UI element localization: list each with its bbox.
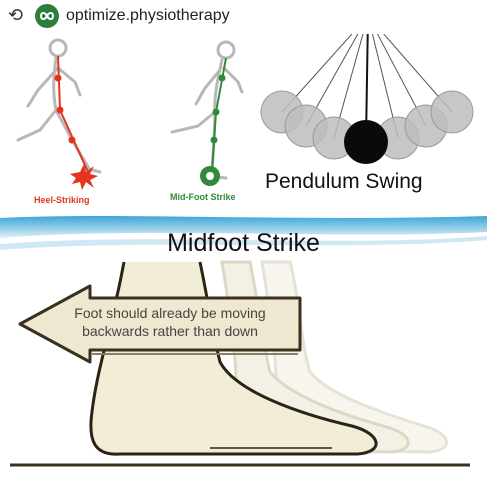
- midfoot-axis: [210, 57, 227, 173]
- running-diagram: [16, 34, 474, 190]
- midfoot-contact-icon: [200, 166, 220, 186]
- midfoot-runner: [170, 40, 244, 180]
- midfoot-strike-label: Mid-Foot Strike: [170, 192, 236, 202]
- heel-strike-label: Heel-Striking: [34, 195, 90, 205]
- heel-strike-axis: [54, 55, 89, 173]
- post-header: ⟲ optimize.physiotherapy: [0, 0, 487, 34]
- avatar[interactable]: [35, 4, 59, 28]
- banner-swoosh: [0, 216, 487, 238]
- pendulum-bob: [344, 120, 388, 164]
- midfoot-strike-slide: [0, 212, 487, 487]
- infinity-icon: [39, 12, 55, 20]
- impact-burst-icon: [70, 164, 98, 190]
- left-arrow: [18, 284, 302, 364]
- slide-title: Midfoot Strike: [167, 229, 320, 257]
- heel-strike-runner: [16, 38, 102, 174]
- arrow-caption: Foot should already be moving backwards …: [30, 304, 310, 340]
- repost-icon[interactable]: ⟲: [8, 5, 24, 26]
- arrow-caption-line-2: backwards rather than down: [82, 323, 258, 339]
- pendulum-swing-label: Pendulum Swing: [265, 170, 423, 193]
- banner-swoosh-thin: [0, 236, 487, 250]
- username[interactable]: optimize.physiotherapy: [66, 7, 230, 24]
- pendulum-diagram: [260, 34, 474, 164]
- arrow-caption-line-1: Foot should already be moving: [74, 305, 266, 321]
